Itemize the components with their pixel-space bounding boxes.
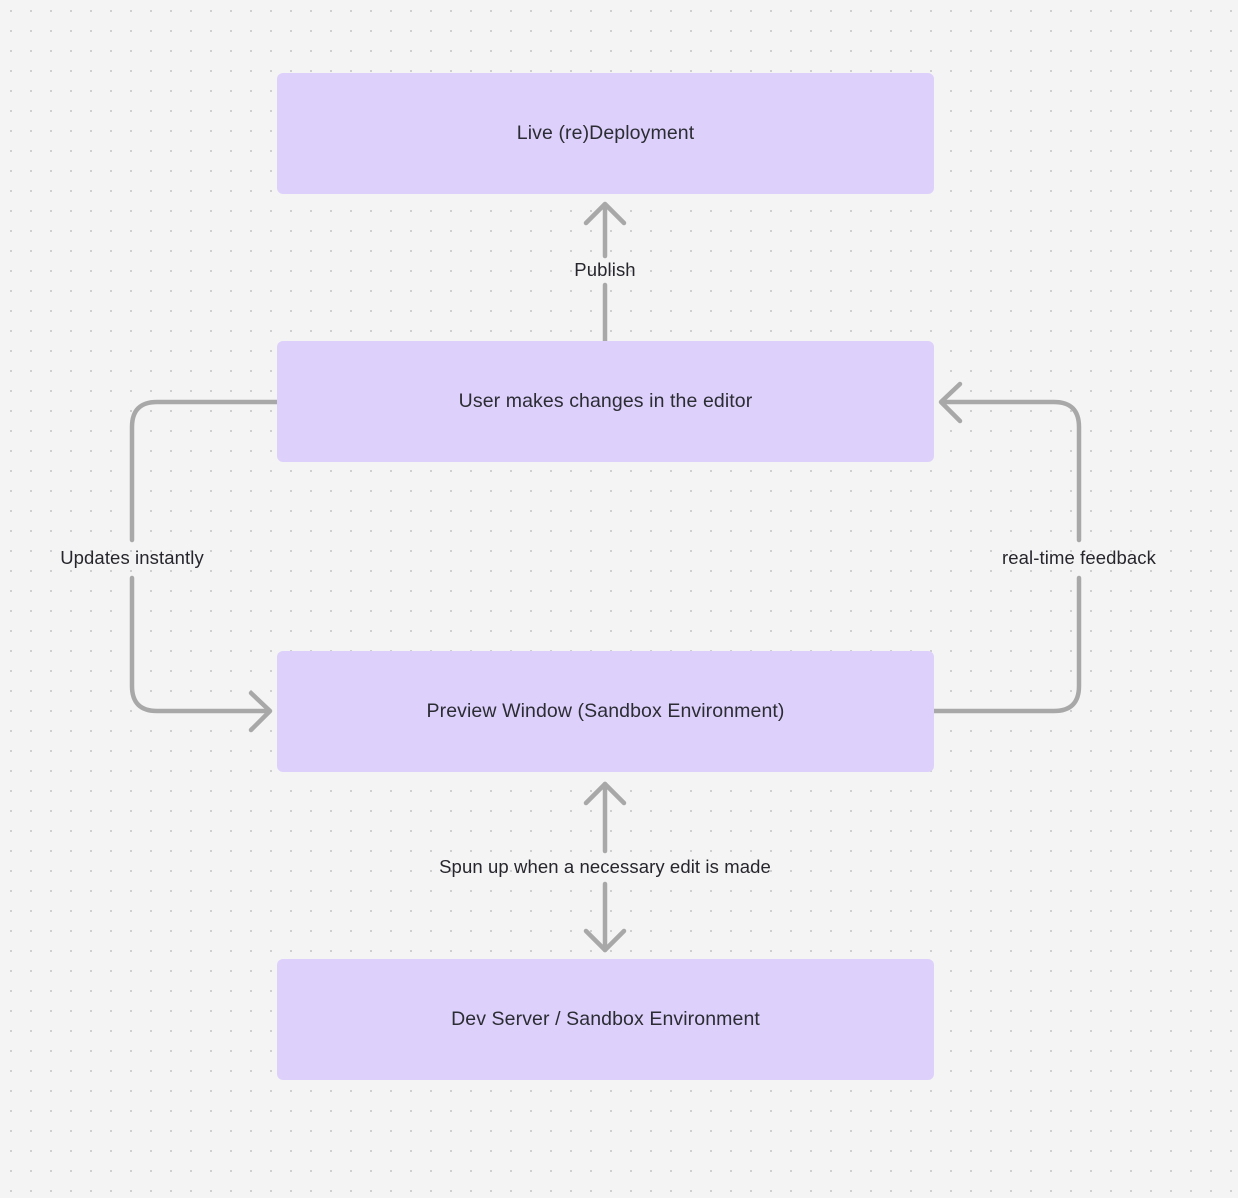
edge-label-real-time-feedback: real-time feedback — [1002, 546, 1156, 568]
node-dev-server[interactable]: Dev Server / Sandbox Environment — [277, 959, 934, 1080]
node-preview-window[interactable]: Preview Window (Sandbox Environment) — [277, 651, 934, 772]
node-label-user-edits: User makes changes in the editor — [458, 390, 753, 413]
edge-label-updates-instantly: Updates instantly — [60, 546, 204, 568]
edge-label-spun-up: Spun up when a necessary edit is made — [439, 855, 771, 877]
node-label-preview-window: Preview Window (Sandbox Environment) — [426, 700, 785, 723]
node-label-live-deployment: Live (re)Deployment — [516, 122, 695, 145]
node-user-edits[interactable]: User makes changes in the editor — [277, 341, 934, 462]
node-label-dev-server: Dev Server / Sandbox Environment — [451, 1008, 760, 1031]
node-live-deployment[interactable]: Live (re)Deployment — [277, 73, 934, 194]
edge-label-publish: Publish — [574, 258, 636, 280]
